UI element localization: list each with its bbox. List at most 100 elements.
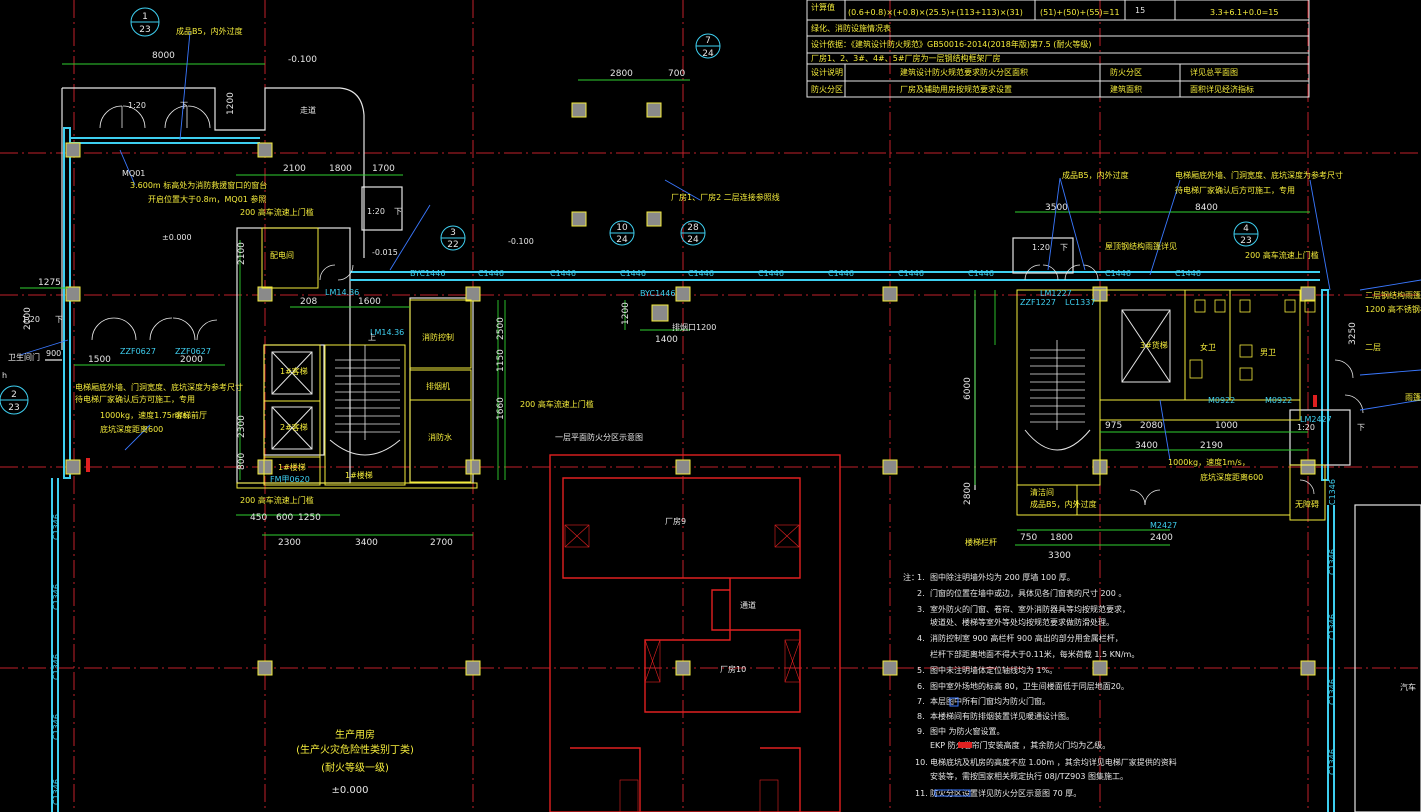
note-num: 10. xyxy=(915,758,928,767)
note-legend-symbols xyxy=(934,697,972,797)
right-window-tag: C1346 xyxy=(1328,549,1337,575)
fire-zone-plan xyxy=(549,454,841,812)
title-block xyxy=(806,0,1310,98)
callout-num: 7 xyxy=(705,36,711,46)
room-label: 排烟机 xyxy=(426,381,450,391)
tb-row5-b: 建筑设计防火规范要求防火分区面积 xyxy=(900,67,1028,77)
elevator-note: 待电梯厂家确认后方可施工，专用 xyxy=(75,394,195,404)
note-text: 防火分区设置详见防火分区示意图 70 厚。 xyxy=(930,788,1081,798)
left-window-tag: C1346 xyxy=(52,714,61,740)
room-label: 1#楼梯 xyxy=(278,462,306,472)
room-label: 1#楼梯 xyxy=(345,470,373,480)
tb-row6-c: 建筑面积 xyxy=(1110,84,1142,94)
note-text: 消防控制室 900 高栏杆 900 高出的部分用金属栏杆， xyxy=(930,633,1123,643)
edge-note: 二层钢结构雨篷详见 xyxy=(1365,290,1421,300)
note-num: 8. xyxy=(917,712,925,721)
note-text: 图中 为防火窗设置。 xyxy=(930,726,1005,736)
tb-row2: 绿化、消防设施情况表 xyxy=(811,23,891,33)
dim: 2500 xyxy=(496,317,506,340)
elev-label: -0.015 xyxy=(372,248,398,257)
elev-label: -0.100 xyxy=(508,237,534,246)
room-label: 女卫 xyxy=(1200,342,1216,352)
callout-sheet: 24 xyxy=(702,49,714,59)
door-sill-label: 200 高车流速上门槛 xyxy=(520,399,594,409)
window-tag: C1446 xyxy=(758,269,784,278)
dim: 2000 xyxy=(180,355,203,365)
elevator-note: 1000kg，速度1m/s， xyxy=(1168,457,1250,467)
annotations: 成品B5，内外过度 MQ01 3.600m 标高处为消防救援窗口的窗台 开启位置… xyxy=(2,26,1421,692)
fire-zone-hatches xyxy=(564,524,801,812)
edge-note: 汽车 xyxy=(1400,682,1416,692)
section-callouts xyxy=(0,7,1259,415)
dim: 1400 xyxy=(655,335,678,345)
glass-note-2: 开启位置大于0.8m，MQ01 参照 xyxy=(148,194,266,204)
edge-note: 二层 xyxy=(1365,343,1381,352)
dim: 1275 xyxy=(38,278,61,288)
note-text: 本层图中所有门窗均为防火门窗。 xyxy=(930,696,1050,706)
room-label: 清洁间 xyxy=(1030,487,1054,497)
dim: 1800 xyxy=(329,164,352,174)
dim: 1800 xyxy=(1050,533,1073,543)
curtain-walls xyxy=(51,127,1335,812)
stair-note: 楼梯栏杆 xyxy=(965,537,997,547)
callout-sheet: 23 xyxy=(8,403,19,413)
dim: 1200 xyxy=(621,302,631,325)
room-label: 成品B5，内外过度 xyxy=(1030,499,1097,509)
note-text: 坡道处、楼梯等室外等处均按规范要求做防滑处理。 xyxy=(930,617,1114,627)
note-text: 本楼梯间有防排烟装置详见暖通设计图。 xyxy=(930,711,1074,721)
dim: 8000 xyxy=(152,51,175,61)
dim: 1660 xyxy=(496,397,506,420)
tb-row1-label: 计算值 xyxy=(811,2,835,12)
note-num: 5. xyxy=(917,666,925,675)
plan-factory-label: 厂房9 xyxy=(665,516,686,526)
dim: 3250 xyxy=(1348,322,1358,345)
corridor-label: 走道 xyxy=(300,105,316,115)
note-num: 11. xyxy=(915,789,928,798)
right-window-tag: C1346 xyxy=(1328,479,1337,505)
window-tag: C1446 xyxy=(1105,269,1131,278)
left-window-tag: C1346 xyxy=(52,654,61,680)
elevator-note: 底坑深度距离600 xyxy=(1200,472,1263,482)
elev-label: ±0.000 xyxy=(162,233,192,242)
tb-row5-c: 防火分区 xyxy=(1110,67,1142,77)
dim: 2800 xyxy=(610,69,633,79)
elevator-note: 1000kg，速度1.75m/s， xyxy=(100,410,195,420)
prod-subtitle: (生产火灾危险性类别丁类) xyxy=(296,743,414,756)
room-label: 消防水 xyxy=(428,432,452,442)
callout-num: 10 xyxy=(616,223,628,233)
dim: 2100 xyxy=(283,164,306,174)
right-stair-arc xyxy=(1024,429,1091,451)
door-tag: ZZF0627 xyxy=(120,347,156,356)
door-tag: LM14.36 xyxy=(370,328,404,337)
dimension-text: 8000 -0.100 2800 700 2100 1800 1700 1275… xyxy=(23,51,1358,561)
window-tag: C1446 xyxy=(550,269,576,278)
note-text: 安装等，需按国家相关规定执行 08J/TZ903 图集施工。 xyxy=(930,771,1128,781)
down-label: 下 xyxy=(55,315,63,324)
door-tag: LM14.36 xyxy=(325,288,359,297)
window-tag: C1446 xyxy=(898,269,924,278)
left-core-rooms xyxy=(236,227,478,489)
note-num: 9. xyxy=(917,727,925,736)
room-label: 1#客梯 xyxy=(280,366,308,376)
byc-tag-2: BYC1446 xyxy=(640,289,675,298)
note-num: 4. xyxy=(917,634,925,643)
callout-num: 28 xyxy=(687,223,699,233)
dim: 2080 xyxy=(1140,421,1163,431)
door-sill-label: 200 高车流速上门槛 xyxy=(1245,250,1319,260)
note-text: 图中除注明墙外均为 200 厚墙 100 厚。 xyxy=(930,572,1075,582)
right-elevator xyxy=(1121,309,1171,383)
dim: 1500 xyxy=(88,355,111,365)
callout-sheet: 22 xyxy=(447,240,458,250)
stair-landing-arc xyxy=(329,439,401,456)
note-num: 2. xyxy=(917,589,925,598)
left-door-label: 卫生间门 xyxy=(8,352,40,362)
dim: 3400 xyxy=(355,538,378,548)
dim: 800 xyxy=(237,453,247,470)
window-tag: C1446 xyxy=(688,269,714,278)
note-num: 6. xyxy=(917,682,925,691)
dim: 208 xyxy=(300,297,317,307)
ratio-label: 1:20 xyxy=(1032,243,1050,252)
dim: 1250 xyxy=(298,513,321,523)
door-tag: M2427 xyxy=(1150,521,1177,530)
